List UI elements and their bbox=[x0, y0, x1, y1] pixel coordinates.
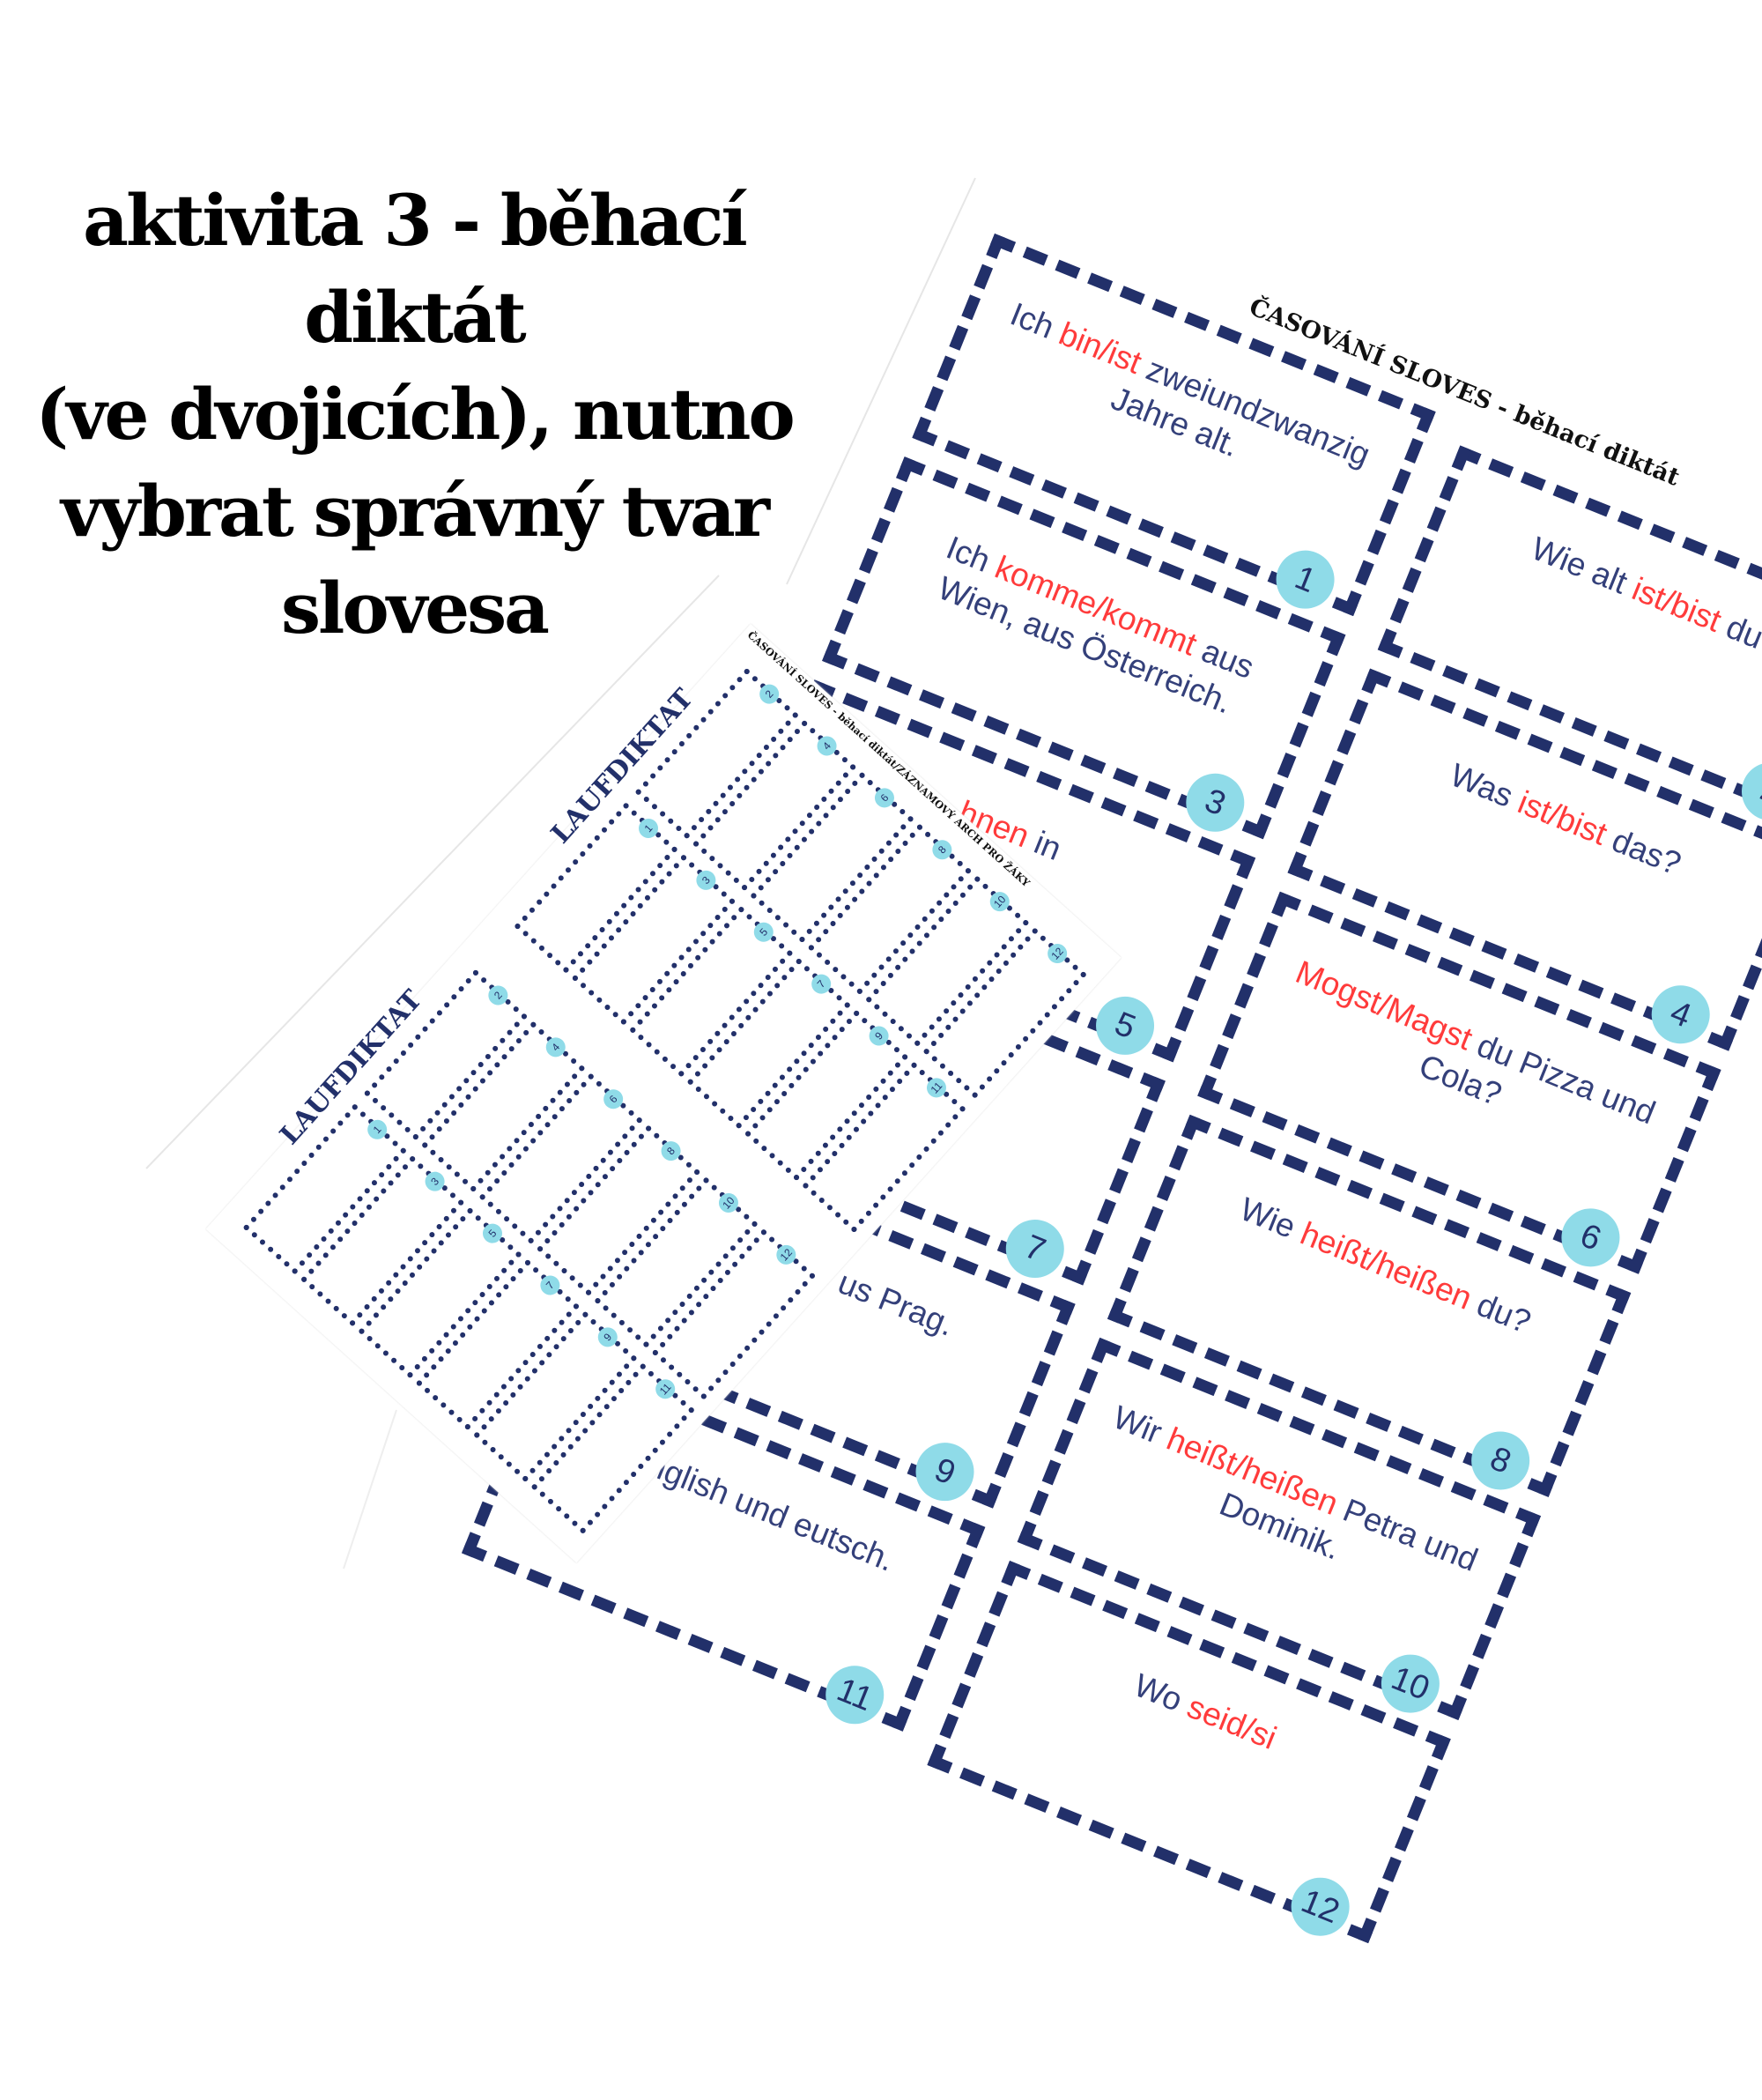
card-number-badge: 10 bbox=[1372, 1645, 1448, 1722]
cell-number-badge: 7 bbox=[536, 1271, 564, 1299]
card-number-badge: 9 bbox=[907, 1434, 983, 1510]
background-sheet-edges bbox=[145, 177, 976, 1569]
verb-choice: seid/si bbox=[1181, 1688, 1282, 1757]
cell-number-badge: 9 bbox=[594, 1323, 622, 1351]
cell-number-badge: 12 bbox=[1043, 939, 1071, 968]
cell-number-badge: 5 bbox=[478, 1220, 507, 1248]
cell-number-badge: 2 bbox=[755, 680, 783, 709]
cell-number-badge: 3 bbox=[692, 866, 720, 894]
cell-number-badge: 4 bbox=[813, 731, 841, 761]
cell-number-badge: 11 bbox=[922, 1073, 951, 1102]
cell-number-badge: 6 bbox=[870, 783, 899, 812]
cell-number-badge: 7 bbox=[807, 970, 835, 998]
cell-number-badge: 6 bbox=[599, 1085, 627, 1113]
cell-number-badge: 10 bbox=[986, 887, 1014, 916]
sentence-text: du? bbox=[1463, 1282, 1536, 1340]
cell-number-badge: 8 bbox=[928, 835, 956, 864]
cell-number-badge: 11 bbox=[651, 1375, 679, 1403]
cell-number-badge: 10 bbox=[714, 1189, 743, 1217]
card-sentence: Wie alt ist/bist du? bbox=[1462, 503, 1762, 691]
sentence-text: Was bbox=[1445, 756, 1527, 818]
card-number-badge: 4 bbox=[1642, 976, 1719, 1053]
cell-number-badge: 3 bbox=[421, 1168, 449, 1196]
verb-choice: ist/bist bbox=[1513, 783, 1612, 852]
cell-number-badge: 2 bbox=[484, 981, 512, 1009]
sentence-text: Wie alt bbox=[1526, 530, 1641, 605]
sentence-text: das? bbox=[1598, 818, 1686, 882]
page-title: aktivita 3 - běhací diktát (ve dvojicích… bbox=[0, 172, 828, 657]
verb-choice: ist/bist bbox=[1626, 570, 1727, 639]
verb-choice: bin/ist bbox=[1054, 315, 1147, 382]
cell-number-badge: 1 bbox=[634, 814, 663, 842]
cell-number-badge: 8 bbox=[657, 1137, 685, 1165]
cell-number-badge: 5 bbox=[750, 918, 778, 946]
card-number-badge: 12 bbox=[1282, 1868, 1359, 1945]
cell-number-badge: 4 bbox=[542, 1033, 570, 1061]
verb-choice: Mogst/Magst bbox=[1291, 954, 1477, 1057]
card-number-badge: 6 bbox=[1552, 1199, 1629, 1276]
card-number-badge: 1 bbox=[1267, 541, 1344, 618]
cell-number-badge: 12 bbox=[772, 1241, 800, 1269]
card-number-badge: 5 bbox=[1087, 987, 1164, 1064]
card-number-badge: 7 bbox=[996, 1211, 1073, 1287]
sentence-text: Petra und Dominik. bbox=[1214, 1485, 1484, 1578]
title-line: slovesa bbox=[280, 567, 550, 649]
cell-number-badge: 1 bbox=[363, 1116, 391, 1144]
card-number-badge: 8 bbox=[1462, 1422, 1539, 1499]
card-number-badge: 11 bbox=[817, 1657, 893, 1733]
cell-number-badge: 9 bbox=[865, 1021, 893, 1050]
title-line: vybrat správný tvar bbox=[60, 470, 770, 553]
title-line: (ve dvojicích), nutno bbox=[35, 373, 796, 456]
title-line: aktivita 3 - běhací diktát bbox=[83, 179, 748, 359]
verb-choice: heißt/heißen bbox=[1295, 1214, 1477, 1317]
card-number-badge: 3 bbox=[1177, 764, 1254, 841]
